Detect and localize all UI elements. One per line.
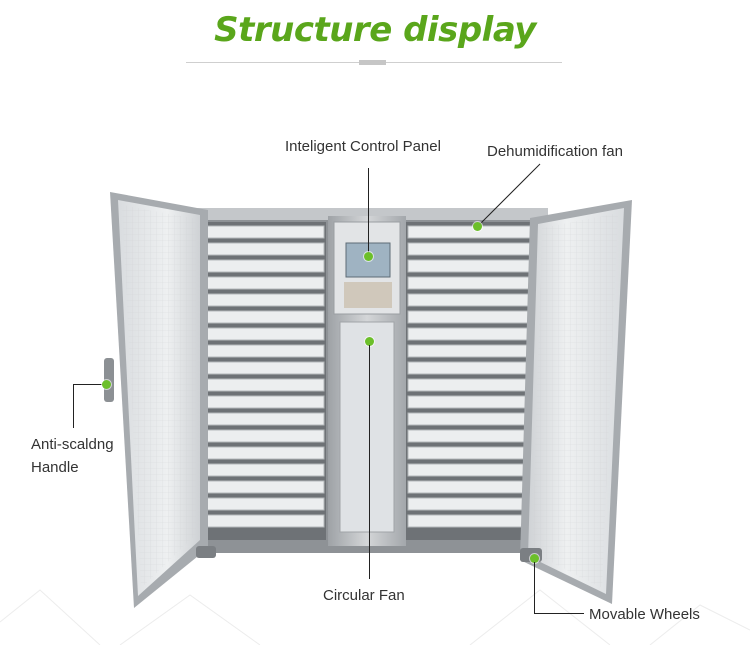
leader-line-handle-horizontal xyxy=(73,384,107,385)
tray-left-10 xyxy=(199,378,325,392)
tray-left-2 xyxy=(199,242,325,256)
label-movable-wheels: Movable Wheels xyxy=(589,606,700,623)
label-anti-scalding-handle-line1: Anti-scaldng xyxy=(31,436,114,453)
tray-left-4 xyxy=(199,276,325,290)
tray-left-5 xyxy=(199,293,325,307)
tray-right-14 xyxy=(407,446,535,460)
tray-left-8 xyxy=(199,344,325,358)
leader-line-dehumidification-fan xyxy=(477,163,541,227)
title-divider-accent xyxy=(359,60,386,65)
tray-left-12 xyxy=(199,412,325,426)
tray-right-17 xyxy=(407,497,535,511)
tray-left-3 xyxy=(199,259,325,273)
tray-left-18 xyxy=(199,514,325,528)
label-control-panel: Inteligent Control Panel xyxy=(285,138,441,155)
label-anti-scalding-handle-line2: Handle xyxy=(31,459,79,476)
page-title: Structure display xyxy=(214,10,536,50)
tray-right-6 xyxy=(407,310,535,324)
tray-right-18 xyxy=(407,514,535,528)
tray-left-17 xyxy=(199,497,325,511)
tray-right-4 xyxy=(407,276,535,290)
tray-right-9 xyxy=(407,361,535,375)
leader-line-wheels-vertical xyxy=(534,562,535,614)
tray-left-1 xyxy=(199,225,325,239)
marker-dehumidification-fan xyxy=(473,222,482,231)
tray-left-7 xyxy=(199,327,325,341)
marker-circular-fan xyxy=(365,337,374,346)
tray-left-16 xyxy=(199,480,325,494)
leader-line-handle-vertical xyxy=(73,384,74,428)
leader-line-control-panel xyxy=(368,168,369,256)
leader-line-circular-fan xyxy=(369,345,370,579)
tray-right-10 xyxy=(407,378,535,392)
tray-right-2 xyxy=(407,242,535,256)
tray-right-13 xyxy=(407,429,535,443)
leader-line-wheels-horizontal xyxy=(534,613,584,614)
tray-left-14 xyxy=(199,446,325,460)
tray-right-16 xyxy=(407,480,535,494)
tray-right-7 xyxy=(407,327,535,341)
tray-right-5 xyxy=(407,293,535,307)
tray-left-11 xyxy=(199,395,325,409)
tray-left-6 xyxy=(199,310,325,324)
marker-control-panel xyxy=(364,252,373,261)
tray-right-3 xyxy=(407,259,535,273)
tray-left-13 xyxy=(199,429,325,443)
label-dehumidification-fan: Dehumidification fan xyxy=(487,143,623,160)
tray-right-8 xyxy=(407,344,535,358)
tray-left-9 xyxy=(199,361,325,375)
label-circular-fan: Circular Fan xyxy=(323,587,405,604)
tray-right-15 xyxy=(407,463,535,477)
marker-movable-wheels xyxy=(530,554,539,563)
tray-right-12 xyxy=(407,412,535,426)
background-decoration xyxy=(0,589,750,645)
tray-right-11 xyxy=(407,395,535,409)
tray-left-15 xyxy=(199,463,325,477)
marker-handle xyxy=(102,380,111,389)
